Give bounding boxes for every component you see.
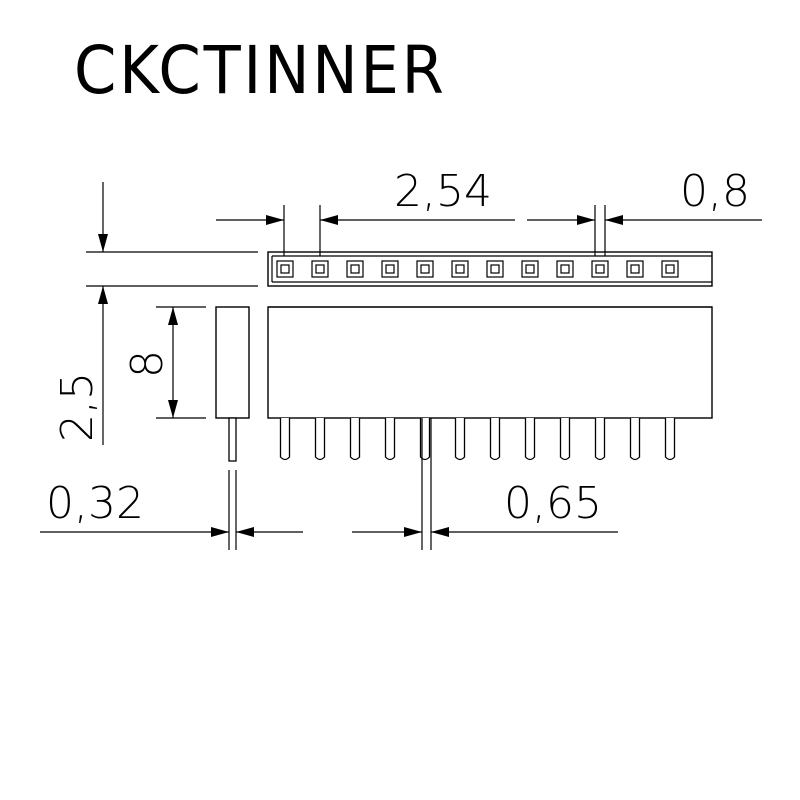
hole-arrow-right <box>605 215 623 225</box>
header-body-outline <box>267 306 713 419</box>
header-pin <box>279 418 291 461</box>
header-pin <box>664 418 676 461</box>
hole-width-dimension: 0,8 <box>527 166 762 256</box>
header-pin <box>524 418 536 461</box>
width-arrow-right <box>431 527 449 537</box>
pin-thickness-dimension: 0,32 <box>40 470 303 550</box>
hole-width-label: 0,8 <box>680 166 750 217</box>
contact-hole-inner <box>630 264 640 274</box>
front-view <box>267 306 713 461</box>
top-view <box>267 251 713 287</box>
header-pin <box>559 418 571 461</box>
side-pin <box>228 417 237 462</box>
side-body-outline <box>215 306 250 419</box>
header-pin <box>489 418 501 461</box>
header-pin <box>314 418 326 461</box>
contact-hole-inner <box>665 264 675 274</box>
contact-hole-inner <box>315 264 325 274</box>
thick-arrow-right <box>236 527 254 537</box>
header-pins <box>279 418 676 461</box>
contact-hole-inner <box>350 264 360 274</box>
row-arrow-top <box>98 234 108 252</box>
contact-hole-inner <box>490 264 500 274</box>
contact-hole-inner <box>420 264 430 274</box>
header-pin <box>594 418 606 461</box>
pin-width-dimension: 0,65 <box>352 418 618 550</box>
header-pin <box>384 418 396 461</box>
header-strip-outline <box>267 251 713 287</box>
body-arrow-top <box>168 307 178 325</box>
header-pin <box>419 418 431 461</box>
pin-width-label: 0,65 <box>504 478 602 529</box>
body-arrow-bottom <box>168 400 178 418</box>
pitch-dimension: 2,54 <box>216 166 515 256</box>
pin-thickness-label: 0,32 <box>46 478 144 529</box>
contact-hole-inner <box>560 264 570 274</box>
contact-hole-inner <box>525 264 535 274</box>
side-view <box>215 306 250 462</box>
row-height-label: 2,5 <box>52 372 103 442</box>
row-arrow-bottom <box>98 286 108 304</box>
pitch-arrow-right <box>320 215 338 225</box>
width-arrow-left <box>404 527 422 537</box>
thick-arrow-left <box>211 527 229 537</box>
body-height-label: 8 <box>122 350 173 378</box>
pitch-arrow-left <box>266 215 284 225</box>
contact-hole-inner <box>455 264 465 274</box>
header-pin <box>629 418 641 461</box>
header-pin <box>349 418 361 461</box>
row-height-dimension: 2,5 <box>52 182 258 445</box>
contact-hole-inner <box>280 264 290 274</box>
contact-hole-inner <box>385 264 395 274</box>
contact-holes <box>276 260 679 278</box>
header-pin <box>454 418 466 461</box>
brand-title: CKCTINNER <box>74 32 447 109</box>
pitch-label: 2,54 <box>394 166 492 217</box>
hole-arrow-left <box>577 215 595 225</box>
body-height-dimension: 8 <box>122 306 206 419</box>
contact-hole-inner <box>595 264 605 274</box>
